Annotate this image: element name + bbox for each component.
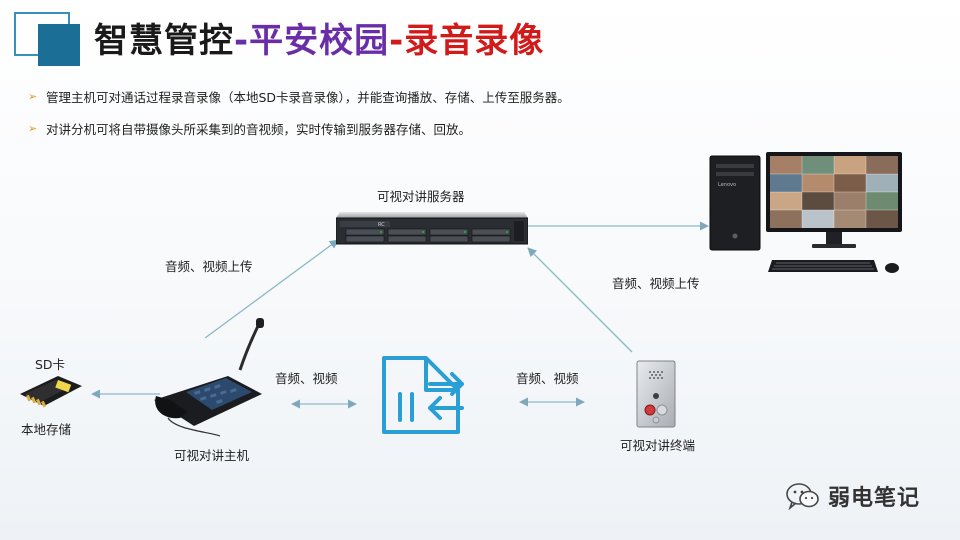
sd-card-image bbox=[20, 376, 82, 408]
sd-card-label: SD卡 bbox=[35, 357, 66, 372]
title-part-1: 智慧管控 bbox=[94, 21, 234, 61]
data-exchange-icon bbox=[382, 356, 464, 434]
bullet-list: ➢ 管理主机可对通话过程录音录像（本地SD卡录音录像），并能查询播放、存储、上传… bbox=[28, 88, 570, 152]
arrow-terminal-to-server bbox=[527, 247, 633, 353]
bullet-text: 管理主机可对通话过程录音录像（本地SD卡录音录像），并能查询播放、存储、上传至服… bbox=[46, 89, 570, 105]
watermark-text: 弱电笔记 bbox=[828, 486, 921, 511]
slide-title: 智慧管控-平安校园-录音录像 bbox=[94, 18, 544, 64]
server-label: 可视对讲服务器 bbox=[377, 189, 465, 204]
upload-label-left: 音频、视频上传 bbox=[165, 259, 253, 274]
bullet-text: 对讲分机可将自带摄像头所采集到的音视频，实时传输到服务器存储、回放。 bbox=[46, 121, 472, 137]
bullet-item: ➢ 对讲分机可将自带摄像头所采集到的音视频，实时传输到服务器存储、回放。 bbox=[28, 120, 570, 137]
watermark: 弱电笔记 bbox=[786, 480, 920, 512]
terminal-label: 可视对讲终端 bbox=[620, 438, 696, 453]
arrow-host-to-server bbox=[204, 239, 339, 339]
title-decoration-square bbox=[38, 24, 80, 66]
bullet-arrow-icon: ➢ bbox=[28, 89, 38, 103]
intercom-host-console-image bbox=[154, 318, 264, 437]
wechat-icon bbox=[786, 483, 819, 510]
upload-label-right: 音频、视频上传 bbox=[612, 276, 700, 291]
bullet-arrow-icon: ➢ bbox=[28, 121, 38, 135]
av-label-right: 音频、视频 bbox=[516, 371, 579, 386]
svg-text:RC: RC bbox=[378, 222, 385, 228]
host-label: 可视对讲主机 bbox=[174, 448, 250, 463]
pc-workstation-image: Lenovo bbox=[709, 152, 902, 273]
intercom-terminal-image bbox=[636, 360, 676, 428]
title-part-2: -平安校园 bbox=[234, 21, 390, 61]
bullet-item: ➢ 管理主机可对通话过程录音录像（本地SD卡录音录像），并能查询播放、存储、上传… bbox=[28, 88, 570, 105]
local-storage-label: 本地存储 bbox=[21, 422, 72, 437]
server-rack-image: RC bbox=[336, 212, 528, 245]
av-label-left: 音频、视频 bbox=[275, 371, 338, 386]
svg-text:Lenovo: Lenovo bbox=[718, 182, 736, 188]
title-part-3: -录音录像 bbox=[389, 21, 545, 61]
